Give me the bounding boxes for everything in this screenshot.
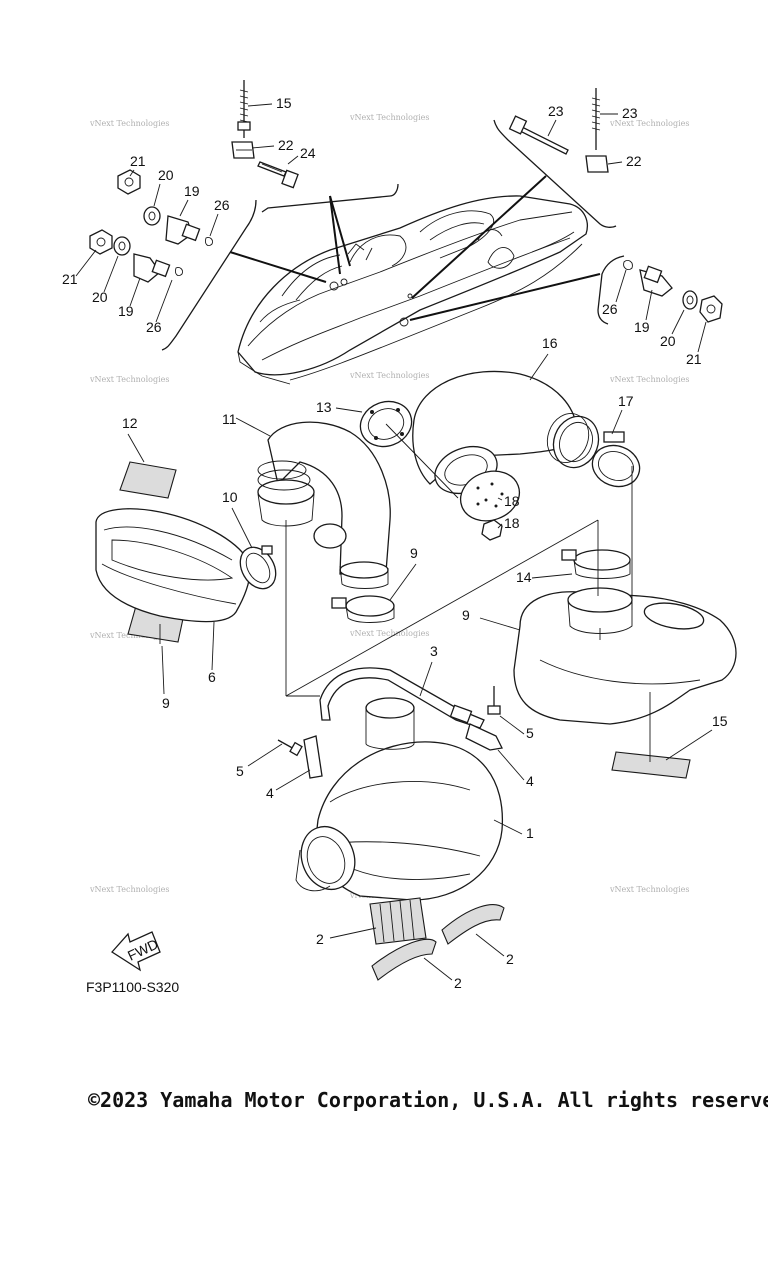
part-4-bracket [303, 723, 503, 779]
callout-label: 3 [430, 643, 438, 659]
part-3-strap [319, 667, 485, 729]
bracket-left [161, 199, 257, 351]
callout-label: 26 [146, 319, 162, 335]
callout-label: 18 [504, 515, 520, 531]
watermark: vNext Technologies [349, 629, 429, 638]
watermark: vNext Technologies [349, 371, 429, 380]
part-22-grommet [231, 141, 255, 159]
callout-label: 1 [526, 825, 534, 841]
part-15-clamp [591, 431, 641, 488]
callout-label: 2 [506, 951, 514, 967]
callout-label: 9 [162, 695, 170, 711]
bracket-right [597, 255, 625, 325]
part-8-clamp [239, 545, 277, 590]
part-13-pad [611, 751, 691, 779]
watermark: vNext Technologies [89, 885, 169, 894]
callout-label: 19 [184, 183, 200, 199]
part-11-clamp [561, 549, 631, 579]
fittings-left-lower [89, 229, 183, 283]
fwd-arrow: FWD [111, 931, 161, 972]
callout-label: 20 [92, 289, 108, 305]
part-18-nut [481, 519, 503, 541]
watercraft-hull-illustration [237, 195, 588, 385]
guide-lines [159, 466, 651, 762]
callout-label: 15 [712, 713, 728, 729]
watermark: vNext Technologies [609, 119, 689, 128]
part-23-bolt-right [591, 88, 601, 150]
watermark: vNext Technologies [349, 113, 429, 122]
part-25-cable-tie [257, 161, 299, 189]
callout-label: 23 [548, 103, 564, 119]
watermark: vNext Technologies [609, 885, 689, 894]
part-17-flange [359, 400, 459, 499]
callout-label: 21 [62, 271, 78, 287]
part-5-bolt [277, 686, 501, 757]
part-16-screen [459, 470, 521, 522]
callout-label: 17 [618, 393, 634, 409]
callout-label: 2 [316, 931, 324, 947]
callout-label: 26 [214, 197, 230, 213]
callout-label: 18 [504, 493, 520, 509]
callout-label: 20 [660, 333, 676, 349]
callout-label: 4 [266, 785, 274, 801]
callout-label: 6 [208, 669, 216, 685]
part-22-grommet-right [585, 155, 609, 173]
callout-label: 24 [300, 145, 316, 161]
callout-label: 20 [158, 167, 174, 183]
callout-label: 26 [602, 301, 618, 317]
watermark: vNext Technologies [609, 375, 689, 384]
callout-label: 19 [634, 319, 650, 335]
callout-label: 15 [276, 95, 292, 111]
callout-label: 22 [278, 137, 294, 153]
watermark: vNext Technologies [89, 119, 169, 128]
callout-label: 9 [410, 545, 418, 561]
parts-diagram: vNext Technologies vNext Technologies vN… [62, 80, 737, 995]
part-2-heat-shield [369, 897, 505, 981]
part-7-box [95, 508, 251, 623]
callout-label: 2 [454, 975, 462, 991]
watermark: vNext Technologies [89, 375, 169, 384]
callout-label: 19 [118, 303, 134, 319]
callout-label: 13 [316, 399, 332, 415]
callouts: 15 22 24 23 23 22 21 20 19 26 21 20 19 2… [62, 95, 728, 995]
callout-label: 14 [516, 569, 532, 585]
copyright-notice: ©2023 Yamaha Motor Corporation, U.S.A. A… [88, 1088, 768, 1112]
part-24-cable-tie [508, 115, 569, 155]
fittings-right [623, 259, 723, 323]
fittings-left-upper [117, 169, 213, 247]
callout-label: 5 [526, 725, 534, 741]
bracket-top-right [493, 119, 617, 228]
leader-lines-hull [229, 175, 601, 321]
callout-label: 5 [236, 763, 244, 779]
callout-label: 9 [462, 607, 470, 623]
part-23-bolt [237, 80, 251, 138]
callout-label: 10 [222, 489, 238, 505]
watermark: vNext Technologies [89, 631, 169, 640]
diagram-code: F3P1100-S320 [86, 979, 179, 995]
part-6-elbow-hose [257, 421, 391, 589]
callout-label: 22 [626, 153, 642, 169]
callout-label: 16 [542, 335, 558, 351]
callout-label: 4 [526, 773, 534, 789]
part-1-muffler [295, 697, 504, 901]
part-12-water-box [513, 587, 737, 725]
callout-label: 21 [686, 351, 702, 367]
callout-label: 23 [622, 105, 638, 121]
callout-label: 21 [130, 153, 146, 169]
callout-label: 12 [122, 415, 138, 431]
part-10-clamp [331, 595, 395, 623]
callout-label: 11 [222, 411, 237, 427]
bracket-top-center [261, 183, 399, 213]
